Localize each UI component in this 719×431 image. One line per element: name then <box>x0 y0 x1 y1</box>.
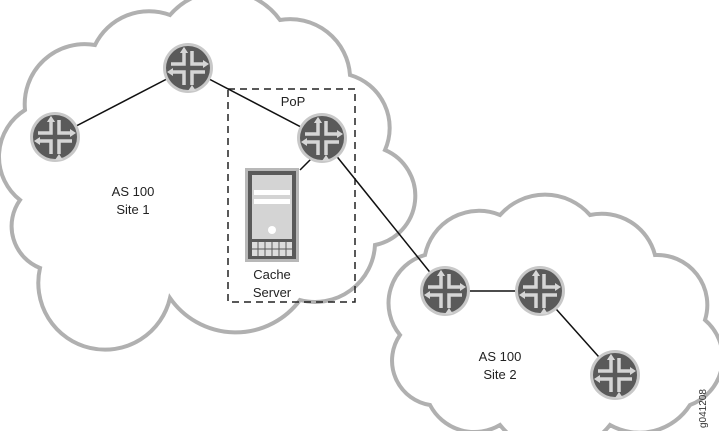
server-icon <box>245 168 299 262</box>
pop-boundary <box>227 88 356 303</box>
site1-label: AS 100 Site 1 <box>103 183 163 219</box>
cache-label: Cache <box>253 267 291 282</box>
cloud-site-1 <box>0 0 418 352</box>
figure-id: g041208 <box>698 389 709 428</box>
router-icon <box>161 41 215 95</box>
link-r2-r3 <box>187 67 323 139</box>
site1-as-label: AS 100 <box>111 184 155 199</box>
router-icon <box>28 110 82 164</box>
link-r3-server <box>299 157 313 171</box>
router-icon <box>588 348 642 402</box>
router-icon <box>295 111 349 165</box>
router-icon <box>513 264 567 318</box>
site1-name-label: Site 1 <box>116 202 150 217</box>
link-r3-r4 <box>321 137 446 292</box>
site2-as-label: AS 100 <box>478 349 522 364</box>
server-label: Server <box>252 285 292 300</box>
site2-name-label: Site 2 <box>483 367 517 382</box>
site2-label: AS 100 Site 2 <box>470 348 530 384</box>
router-icon <box>418 264 472 318</box>
cache-server-label: Cache Server <box>242 266 302 302</box>
pop-label: PoP <box>280 94 306 109</box>
